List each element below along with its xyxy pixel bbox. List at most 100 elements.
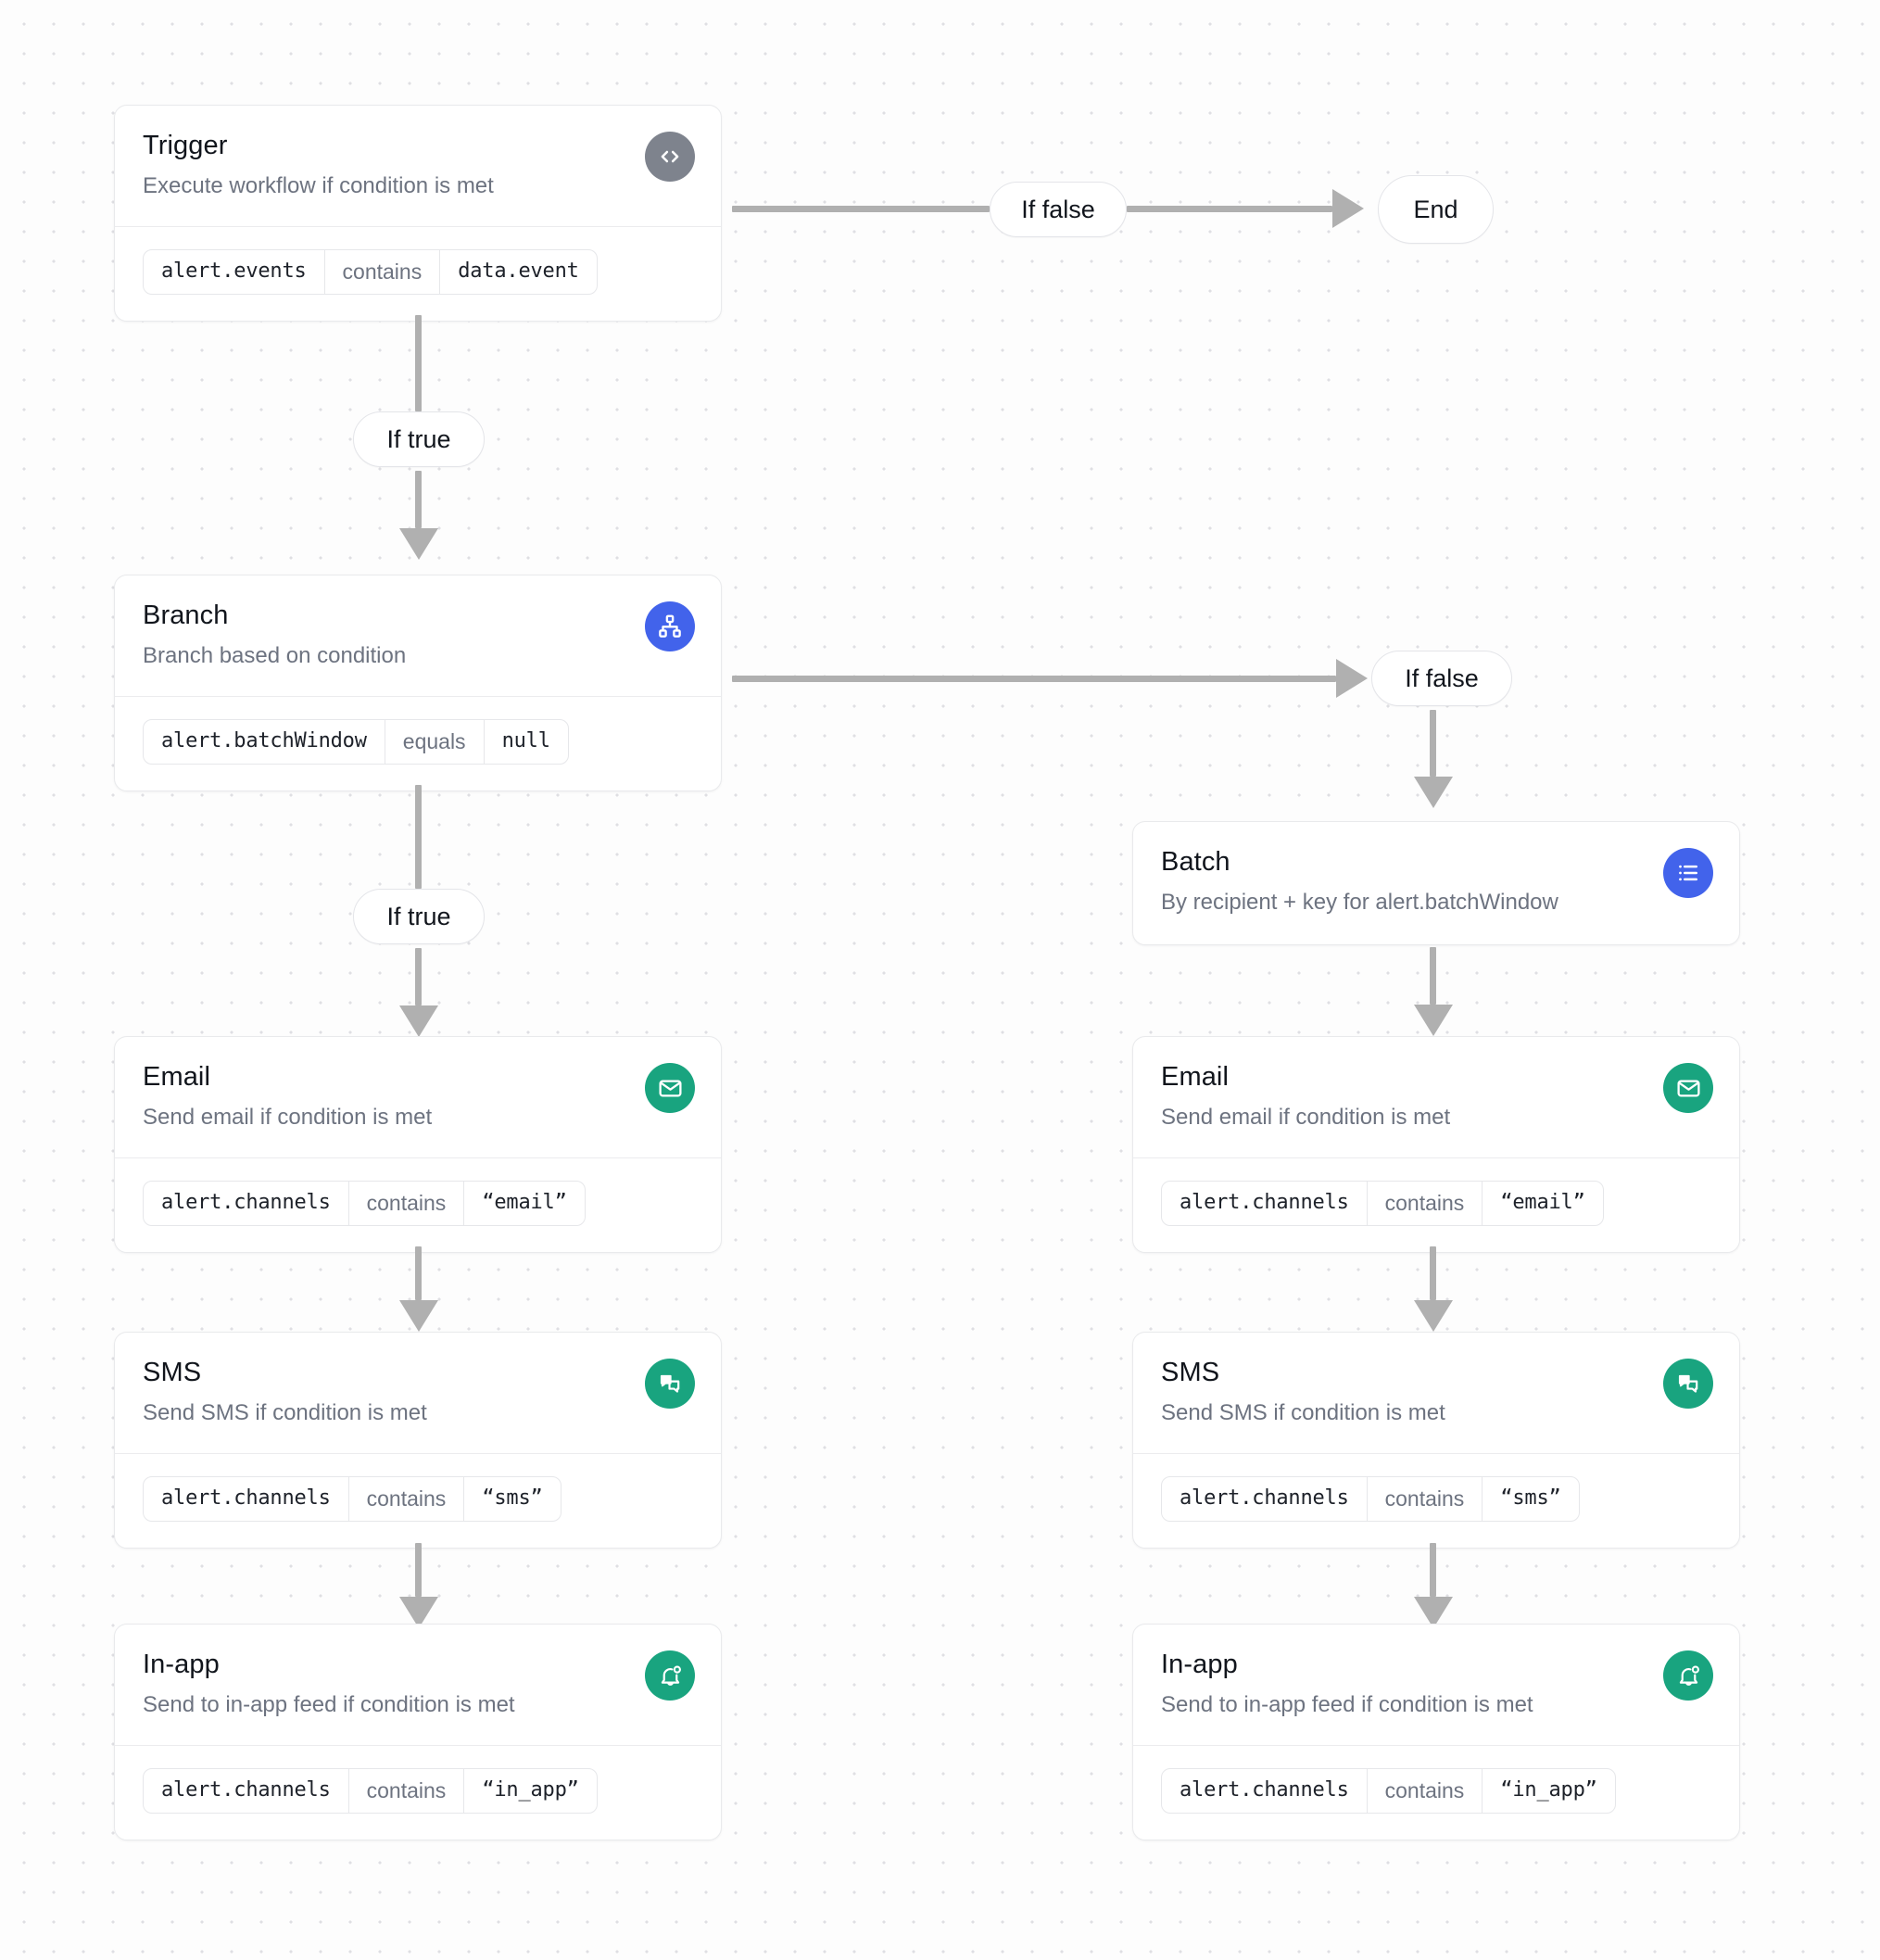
label-pill-trigger-true[interactable]: If true bbox=[353, 411, 485, 467]
email-left-card-header: Email Send email if condition is met bbox=[115, 1037, 721, 1157]
condition-row-sms-right[interactable]: alert.channels contains “sms” bbox=[1161, 1475, 1580, 1522]
condition-value: “email” bbox=[482, 1191, 567, 1215]
condition-field: alert.channels bbox=[1180, 1191, 1349, 1215]
condition-value: “sms” bbox=[482, 1486, 543, 1511]
inapp-right-card-body: alert.channels contains “in_app” bbox=[1133, 1746, 1739, 1840]
branch-subtitle: Branch based on condition bbox=[143, 642, 407, 668]
condition-row-branch[interactable]: alert.batchWindow equals null bbox=[143, 718, 569, 765]
sms-left-divider bbox=[115, 1452, 721, 1454]
batch-title: Batch bbox=[1161, 847, 1230, 877]
email-left-title: Email bbox=[143, 1062, 211, 1092]
condition-field: alert.batchWindow bbox=[161, 729, 367, 753]
batch-card-header: Batch By recipient + key for alert.batch… bbox=[1133, 822, 1739, 944]
node-card-batch[interactable]: Batch By recipient + key for alert.batch… bbox=[1132, 821, 1740, 945]
sms-left-subtitle: Send SMS if condition is met bbox=[143, 1399, 427, 1425]
inapp-right-subtitle: Send to in-app feed if condition is met bbox=[1161, 1691, 1533, 1717]
trigger-card-body: alert.events contains data.event bbox=[115, 227, 721, 321]
branch-title: Branch bbox=[143, 601, 229, 630]
label-pill-text: If true bbox=[386, 902, 451, 930]
node-card-email-left[interactable]: Email Send email if condition is met ale… bbox=[114, 1036, 722, 1253]
sitemap-icon bbox=[645, 601, 695, 651]
email-right-card-body: alert.channels contains “email” bbox=[1133, 1158, 1739, 1252]
node-card-trigger[interactable]: Trigger Execute workflow if condition is… bbox=[114, 105, 722, 322]
condition-value: “email” bbox=[1500, 1191, 1585, 1215]
label-pill-text: If false bbox=[1405, 664, 1479, 692]
branch-card-header: Branch Branch based on condition bbox=[115, 575, 721, 696]
email-left-divider bbox=[115, 1157, 721, 1158]
condition-field: alert.channels bbox=[161, 1486, 331, 1511]
inapp-left-card-header: In-app Send to in-app feed if condition … bbox=[115, 1625, 721, 1745]
email-right-title: Email bbox=[1161, 1062, 1230, 1092]
envelope-icon bbox=[645, 1063, 695, 1113]
chat-bubbles-icon bbox=[645, 1359, 695, 1409]
node-end[interactable]: End bbox=[1378, 175, 1494, 244]
label-pill-branch-true[interactable]: If true bbox=[353, 889, 485, 944]
condition-operator: contains bbox=[323, 249, 441, 294]
condition-value: data.event bbox=[458, 259, 579, 284]
condition-field: alert.channels bbox=[161, 1778, 331, 1802]
email-left-subtitle: Send email if condition is met bbox=[143, 1104, 433, 1130]
email-left-card-body: alert.channels contains “email” bbox=[115, 1158, 721, 1252]
trigger-divider bbox=[115, 225, 721, 227]
condition-field: alert.events bbox=[161, 259, 307, 284]
list-icon bbox=[1663, 848, 1713, 898]
sms-left-title: SMS bbox=[143, 1358, 202, 1387]
label-pill-text: If true bbox=[386, 424, 451, 453]
condition-field: alert.channels bbox=[161, 1191, 331, 1215]
condition-operator: contains bbox=[347, 1476, 465, 1521]
chat-bubbles-icon bbox=[1663, 1359, 1713, 1409]
inapp-left-subtitle: Send to in-app feed if condition is met bbox=[143, 1691, 515, 1717]
condition-operator: contains bbox=[1366, 1181, 1483, 1225]
trigger-title: Trigger bbox=[143, 131, 228, 160]
condition-operator: equals bbox=[384, 719, 485, 764]
condition-operator: contains bbox=[347, 1181, 465, 1225]
branch-divider bbox=[115, 695, 721, 697]
inapp-right-title: In-app bbox=[1161, 1650, 1238, 1679]
condition-row-email-right[interactable]: alert.channels contains “email” bbox=[1161, 1180, 1604, 1226]
label-pill-trigger-false[interactable]: If false bbox=[990, 182, 1127, 237]
email-right-divider bbox=[1133, 1157, 1739, 1158]
label-pill-branch-false[interactable]: If false bbox=[1371, 651, 1512, 706]
node-card-inapp-left[interactable]: In-app Send to in-app feed if condition … bbox=[114, 1624, 722, 1840]
node-card-branch[interactable]: Branch Branch based on condition alert.b… bbox=[114, 575, 722, 791]
condition-value: null bbox=[501, 729, 550, 753]
inapp-left-title: In-app bbox=[143, 1650, 220, 1679]
code-icon bbox=[645, 132, 695, 182]
bell-badge-icon bbox=[645, 1650, 695, 1701]
sms-left-card-body: alert.channels contains “sms” bbox=[115, 1454, 721, 1548]
inapp-right-divider bbox=[1133, 1744, 1739, 1746]
node-card-email-right[interactable]: Email Send email if condition is met ale… bbox=[1132, 1036, 1740, 1253]
sms-right-title: SMS bbox=[1161, 1358, 1220, 1387]
condition-value: “sms” bbox=[1500, 1486, 1561, 1511]
email-right-subtitle: Send email if condition is met bbox=[1161, 1104, 1451, 1130]
trigger-subtitle: Execute workflow if condition is met bbox=[143, 172, 494, 198]
inapp-left-divider bbox=[115, 1744, 721, 1746]
bell-badge-icon bbox=[1663, 1650, 1713, 1701]
sms-right-card-header: SMS Send SMS if condition is met bbox=[1133, 1333, 1739, 1453]
condition-value: “in_app” bbox=[482, 1778, 579, 1802]
sms-right-card-body: alert.channels contains “sms” bbox=[1133, 1454, 1739, 1548]
sms-right-divider bbox=[1133, 1452, 1739, 1454]
condition-field: alert.channels bbox=[1180, 1778, 1349, 1802]
sms-right-subtitle: Send SMS if condition is met bbox=[1161, 1399, 1445, 1425]
node-card-inapp-right[interactable]: In-app Send to in-app feed if condition … bbox=[1132, 1624, 1740, 1840]
envelope-icon bbox=[1663, 1063, 1713, 1113]
node-card-sms-left[interactable]: SMS Send SMS if condition is met alert.c… bbox=[114, 1332, 722, 1549]
condition-value: “in_app” bbox=[1500, 1778, 1597, 1802]
inapp-right-card-header: In-app Send to in-app feed if condition … bbox=[1133, 1625, 1739, 1745]
condition-row-trigger[interactable]: alert.events contains data.event bbox=[143, 248, 598, 295]
condition-field: alert.channels bbox=[1180, 1486, 1349, 1511]
node-card-sms-right[interactable]: SMS Send SMS if condition is met alert.c… bbox=[1132, 1332, 1740, 1549]
condition-row-inapp-right[interactable]: alert.channels contains “in_app” bbox=[1161, 1767, 1616, 1814]
condition-operator: contains bbox=[1366, 1476, 1483, 1521]
batch-subtitle: By recipient + key for alert.batchWindow bbox=[1161, 889, 1558, 915]
condition-row-inapp-left[interactable]: alert.channels contains “in_app” bbox=[143, 1767, 598, 1814]
condition-operator: contains bbox=[347, 1768, 465, 1813]
condition-operator: contains bbox=[1366, 1768, 1483, 1813]
condition-row-sms-left[interactable]: alert.channels contains “sms” bbox=[143, 1475, 561, 1522]
condition-row-email-left[interactable]: alert.channels contains “email” bbox=[143, 1180, 586, 1226]
trigger-card-header: Trigger Execute workflow if condition is… bbox=[115, 106, 721, 226]
inapp-left-card-body: alert.channels contains “in_app” bbox=[115, 1746, 721, 1840]
email-right-card-header: Email Send email if condition is met bbox=[1133, 1037, 1739, 1157]
